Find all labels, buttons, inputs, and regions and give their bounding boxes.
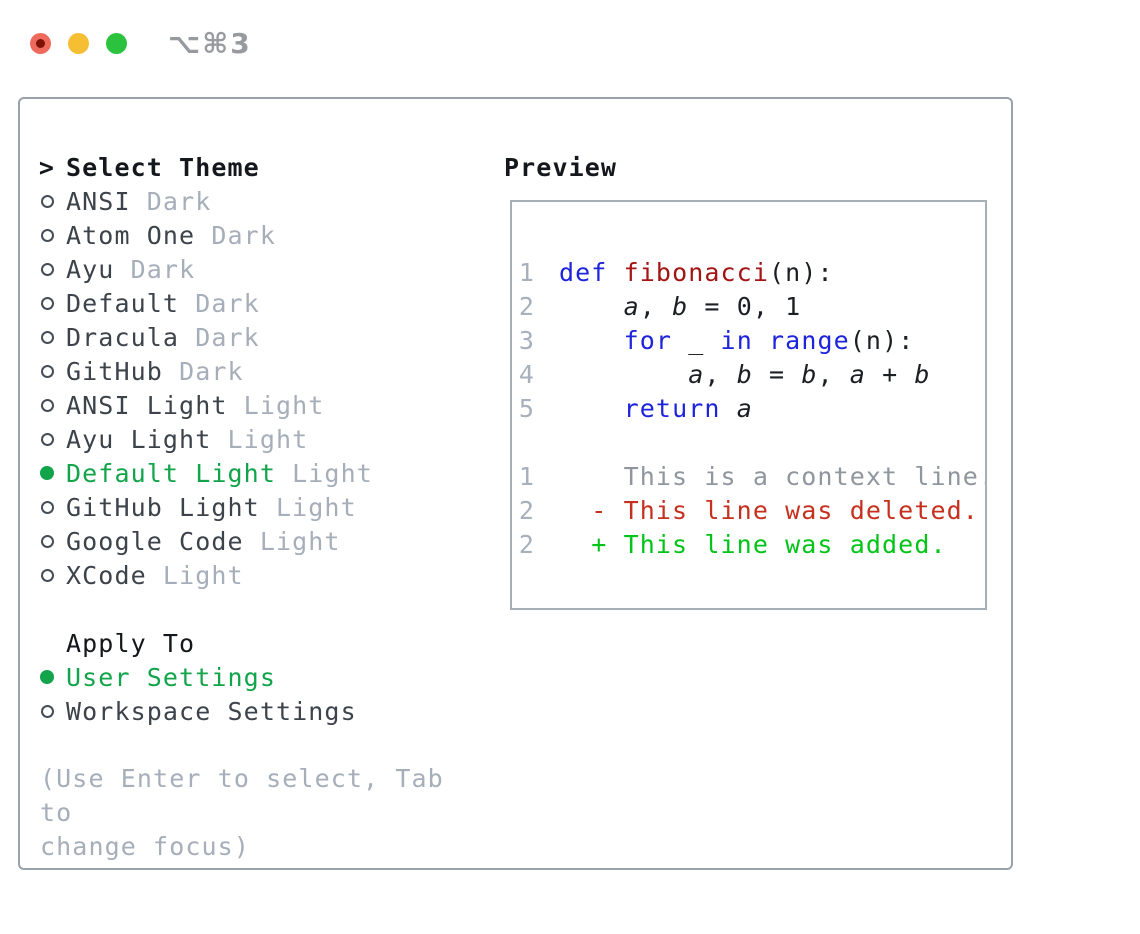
theme-option-label: ANSI Light Light: [66, 390, 325, 420]
code-content: def fibonacci(n):: [559, 257, 834, 287]
code-line: 2 - This line was deleted.: [517, 493, 985, 527]
radio-selected-icon: [40, 466, 54, 480]
radio-selected-icon: [40, 670, 54, 684]
theme-option-default-light[interactable]: Default Light Light: [40, 456, 490, 490]
radio-icon: [40, 500, 54, 514]
theme-option-label: ANSI Dark: [66, 186, 212, 216]
theme-option-label: Ayu Dark: [66, 254, 196, 284]
radio-icon: [40, 432, 54, 446]
theme-variant-label: Dark: [211, 220, 276, 250]
theme-option-github[interactable]: GitHub Dark: [40, 354, 490, 388]
theme-variant-label: Dark: [195, 322, 260, 352]
theme-option-label: Google Code Light: [66, 526, 341, 556]
line-number: 2: [518, 495, 535, 525]
radio-icon: [40, 704, 54, 718]
theme-variant-label: Light: [227, 424, 309, 454]
theme-variant-label: Light: [259, 526, 341, 556]
code-line: 5 return a: [517, 391, 985, 425]
radio-icon: [40, 568, 54, 582]
zoom-button[interactable]: [106, 33, 127, 54]
theme-variant-label: Light: [162, 560, 244, 590]
preview-title: Preview: [504, 152, 618, 182]
keyboard-hint: (Use Enter to select, Tab to change focu…: [40, 764, 444, 861]
code-content: This is a context line.: [559, 461, 987, 491]
theme-option-label: Atom One Dark: [66, 220, 276, 250]
theme-option-github-light[interactable]: GitHub Light Light: [40, 490, 490, 524]
prompt-icon: >: [38, 152, 56, 182]
line-number: 4: [518, 359, 535, 389]
theme-option-label: XCode Light: [66, 560, 244, 590]
line-number: 5: [518, 393, 535, 423]
theme-option-default[interactable]: Default Dark: [40, 286, 490, 320]
line-number: 1: [518, 257, 535, 287]
theme-option-label: GitHub Light Light: [66, 492, 357, 522]
line-number: 2: [518, 291, 535, 321]
theme-option-ansi-light[interactable]: ANSI Light Light: [40, 388, 490, 422]
theme-option-label: GitHub Dark: [66, 356, 244, 386]
close-icon: [36, 39, 45, 48]
theme-option-label: Dracula Dark: [66, 322, 260, 352]
window-shortcut-label: ⌥⌘3: [168, 27, 252, 60]
radio-icon: [40, 534, 54, 548]
apply-option-user-settings[interactable]: User Settings: [40, 660, 490, 694]
theme-option-xcode[interactable]: XCode Light: [40, 558, 490, 592]
radio-icon: [40, 194, 54, 208]
code-content: for _ in range(n):: [623, 325, 915, 355]
titlebar: ⌥⌘3: [30, 27, 252, 60]
apply-option-label: Workspace Settings: [66, 696, 357, 726]
theme-option-label: Default Light Light: [66, 458, 373, 488]
theme-option-google-code[interactable]: Google Code Light: [40, 524, 490, 558]
line-number: 1: [518, 461, 535, 491]
theme-variant-label: Light: [275, 492, 357, 522]
theme-variant-label: Dark: [195, 288, 260, 318]
code-line: 2 a, b = 0, 1: [517, 289, 985, 323]
radio-icon: [40, 364, 54, 378]
line-number: 3: [518, 325, 535, 355]
radio-icon: [40, 330, 54, 344]
code-line: 2 + This line was added.: [517, 527, 985, 561]
code-line: 1 def fibonacci(n):: [517, 255, 985, 289]
radio-icon: [40, 398, 54, 412]
theme-option-label: Default Dark: [66, 288, 260, 318]
theme-option-atom-one[interactable]: Atom One Dark: [40, 218, 490, 252]
theme-variant-label: Dark: [130, 254, 196, 284]
theme-option-ansi[interactable]: ANSI Dark: [40, 184, 490, 218]
code-line: 1 This is a context line.: [517, 459, 985, 493]
code-content: a, b = 0, 1: [623, 291, 802, 321]
spacer: [40, 592, 490, 626]
theme-option-dracula[interactable]: Dracula Dark: [40, 320, 490, 354]
radio-icon: [40, 296, 54, 310]
code-content: return a: [623, 393, 753, 423]
theme-option-ayu[interactable]: Ayu Dark: [40, 252, 490, 286]
theme-variant-label: Light: [243, 390, 325, 420]
theme-list-header: > Select Theme: [38, 150, 490, 184]
code-content: a, b = b, a + b: [688, 359, 931, 389]
minimize-button[interactable]: [68, 33, 89, 54]
code-content: + This line was added.: [559, 529, 947, 559]
theme-variant-label: Light: [292, 458, 373, 488]
apply-to-header: Apply To: [40, 626, 490, 660]
theme-list-title: Select Theme: [66, 152, 260, 182]
code-line: 4 a, b = b, a + b: [517, 357, 985, 391]
apply-option-workspace-settings[interactable]: Workspace Settings: [40, 694, 490, 728]
radio-icon: [40, 262, 54, 276]
code-content: - This line was deleted.: [559, 495, 979, 525]
code-line: 3 for _ in range(n):: [517, 323, 985, 357]
theme-variant-label: Dark: [179, 356, 244, 386]
radio-icon: [40, 228, 54, 242]
apply-option-label: User Settings: [66, 662, 276, 692]
apply-to-title: Apply To: [66, 628, 196, 658]
code-line: [517, 425, 985, 459]
line-number: 2: [518, 529, 535, 559]
theme-variant-label: Dark: [146, 186, 212, 216]
close-button[interactable]: [30, 33, 51, 54]
theme-option-label: Ayu Light Light: [66, 424, 309, 454]
theme-option-ayu-light[interactable]: Ayu Light Light: [40, 422, 490, 456]
